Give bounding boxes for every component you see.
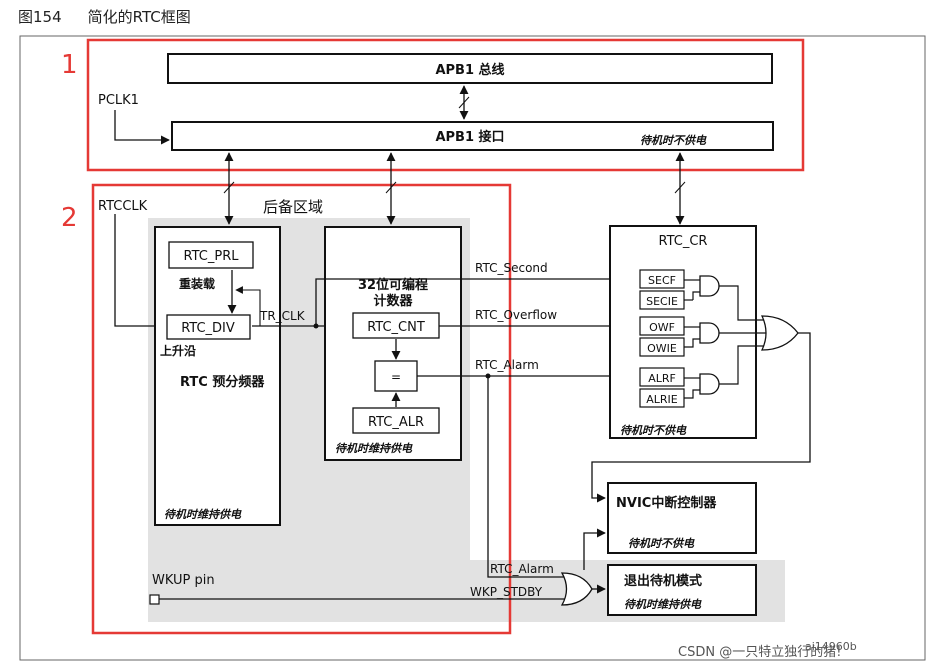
rtcclk-label: RTCCLK bbox=[98, 199, 148, 214]
wkup-pin-square bbox=[149, 594, 160, 605]
link-to-rtc-cr-slash bbox=[674, 181, 686, 194]
apb1-bus-label: APB1 总线 bbox=[435, 62, 504, 78]
rtc-cr-title: RTC_CR bbox=[659, 234, 708, 249]
wkp-stdby-label: WKP_STDBY bbox=[470, 585, 543, 599]
rtc-prl-label: RTC_PRL bbox=[184, 249, 240, 264]
region-label-1: 1 bbox=[61, 50, 78, 80]
highlight-box-1 bbox=[86, 38, 805, 172]
rtc-alr-box bbox=[352, 407, 440, 434]
wkup-pin-label: WKUP pin bbox=[152, 573, 215, 588]
compare-box bbox=[374, 360, 418, 392]
rtc-cnt-label: RTC_CNT bbox=[367, 320, 425, 335]
and-gate-alarm bbox=[699, 373, 720, 395]
link-to-prescaler-slash bbox=[223, 181, 235, 194]
or-gate-interrupt bbox=[760, 315, 799, 351]
apb1-interface-box bbox=[171, 121, 774, 151]
rtc-alarm-label: RTC_Alarm bbox=[475, 358, 539, 372]
secf-label: SECF bbox=[648, 274, 676, 287]
apb1-interface-label: APB1 接口 bbox=[435, 129, 504, 145]
rtcclk-line bbox=[114, 214, 166, 331]
rtc-div-box bbox=[166, 314, 251, 340]
pclk1-label: PCLK1 bbox=[98, 93, 139, 108]
figure-code-watermark: ai14960b bbox=[805, 640, 857, 653]
rtc-second-line bbox=[315, 274, 638, 326]
owf-label: OWF bbox=[649, 321, 675, 334]
and-out-second bbox=[719, 285, 766, 321]
reload-label: 重装载 bbox=[179, 276, 215, 291]
alarm-to-nvic-line bbox=[583, 528, 606, 570]
apb1-interface-note: 待机时不供电 bbox=[640, 134, 707, 147]
backup-domain-title: 后备区域 bbox=[263, 198, 323, 216]
pclk1-line bbox=[114, 110, 170, 145]
and-gate-second bbox=[699, 275, 720, 297]
region-label-2: 2 bbox=[61, 203, 78, 233]
secie-label: SECIE bbox=[646, 295, 678, 308]
and-in-owie bbox=[684, 338, 700, 348]
and-in-secie-b bbox=[692, 291, 700, 300]
owf-box bbox=[639, 316, 685, 336]
nvic-note: 待机时不供电 bbox=[628, 537, 695, 550]
and-in-alrie bbox=[684, 389, 700, 399]
prescaler-title: RTC 预分频器 bbox=[180, 374, 265, 390]
figure-title: 简化的RTC框图 bbox=[87, 8, 191, 26]
rtc-overflow-label: RTC_Overflow bbox=[475, 308, 557, 322]
div-feedback-line bbox=[235, 286, 261, 326]
tr-clk-label: TR_CLK bbox=[259, 309, 306, 323]
exit-standby-title: 退出待机模式 bbox=[624, 573, 702, 589]
prescaler-block bbox=[154, 226, 281, 526]
rising-edge-label: 上升沿 bbox=[160, 343, 196, 358]
or-gate-standby bbox=[560, 572, 593, 606]
rtc-alr-label: RTC_ALR bbox=[368, 415, 424, 430]
counter-title: 32位可编程 bbox=[358, 277, 428, 293]
figure-number: 图154 bbox=[18, 8, 62, 26]
alrf-label: ALRF bbox=[648, 372, 676, 385]
highlight-box-2 bbox=[91, 183, 512, 635]
alrf-box bbox=[639, 367, 685, 387]
nvic-block bbox=[607, 482, 757, 554]
rtc-prl-box bbox=[168, 241, 254, 269]
backup-domain-shading bbox=[148, 218, 785, 622]
secf-box bbox=[639, 269, 685, 289]
link-to-counter-slash bbox=[385, 181, 397, 194]
counter-note: 待机时维持供电 bbox=[335, 442, 413, 455]
alrie-label: ALRIE bbox=[646, 393, 678, 406]
prescaler-note: 待机时维持供电 bbox=[164, 508, 242, 521]
exit-standby-note: 待机时维持供电 bbox=[624, 598, 702, 611]
csdn-watermark: CSDN @一只特立独行的猪! bbox=[678, 644, 841, 660]
rtc-cr-note: 待机时不供电 bbox=[620, 424, 687, 437]
rtc-div-label: RTC_DIV bbox=[181, 321, 235, 336]
apb1-bus-box bbox=[167, 53, 773, 84]
figure-caption: 图154 简化的RTC框图 bbox=[18, 6, 191, 27]
bus-interface-slash bbox=[458, 96, 470, 109]
compare-label: = bbox=[391, 370, 401, 384]
or-to-nvic-line bbox=[591, 332, 811, 503]
and-gate-overflow bbox=[699, 322, 720, 344]
diagram-frame bbox=[19, 35, 926, 661]
nvic-title: NVIC中断控制器 bbox=[616, 495, 717, 511]
owie-label: OWIE bbox=[647, 342, 677, 355]
exit-standby-block bbox=[607, 564, 757, 616]
counter-subtitle: 计数器 bbox=[373, 293, 413, 309]
rtc-second-label: RTC_Second bbox=[475, 261, 548, 275]
rtc-cnt-box bbox=[352, 312, 440, 339]
rtc-alarm-label-2: RTC_Alarm bbox=[490, 562, 554, 576]
and-out-alarm bbox=[719, 345, 766, 385]
alarm-to-standby-line bbox=[487, 376, 566, 578]
